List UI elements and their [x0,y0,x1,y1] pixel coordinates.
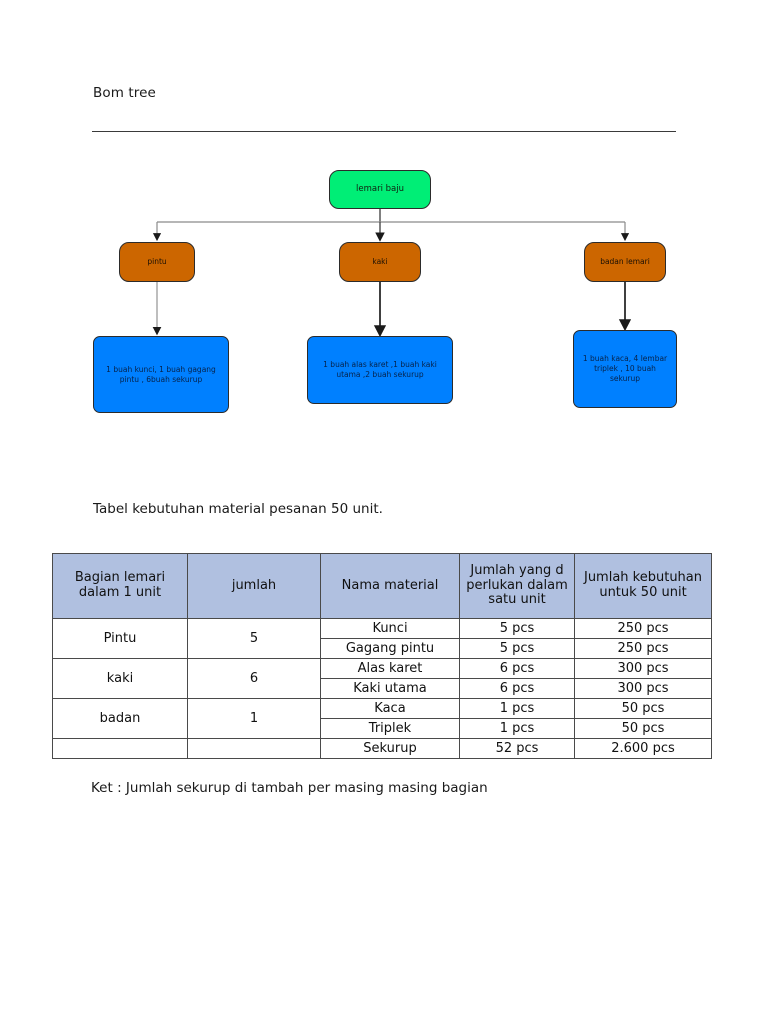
node-mid-pintu[interactable]: pintu [119,242,195,282]
node-mid-label-badan-lemari: badan lemari [600,257,650,267]
cell-bagian: badan [52,698,188,739]
cell-total-50: 250 pcs [574,618,712,639]
cell-jumlah: 1 [187,698,321,739]
cell-material: Kaca [320,698,460,719]
table-row: badan 1 Kaca 1 pcs 50 pcs [52,698,712,739]
cell-bagian: kaki [52,658,188,699]
table-header-row: Bagian lemari dalam 1 unit jumlah Nama m… [52,553,712,619]
cell-material: Kaki utama [320,678,460,699]
cell-material: Kunci [320,618,460,639]
node-leaf-badan-materials[interactable]: 1 buah kaca, 4 lembar triplek , 10 buah … [573,330,677,408]
title-divider [92,131,676,132]
node-mid-label-kaki: kaki [372,257,388,267]
node-leaf-label-kaki: 1 buah alas karet ,1 buah kaki utama ,2 … [323,360,437,379]
node-mid-label-pintu: pintu [147,257,167,267]
cell-per-unit: 5 pcs [459,638,575,659]
cell-total-50: 50 pcs [574,718,712,739]
node-leaf-label-badan: 1 buah kaca, 4 lembar triplek , 10 buah … [582,354,668,383]
header-jumlah-50-unit: Jumlah kebutuhan untuk 50 unit [574,553,712,619]
cell-bagian [52,738,188,759]
node-mid-badan-lemari[interactable]: badan lemari [584,242,666,282]
table-caption: Tabel kebutuhan material pesanan 50 unit… [93,501,383,517]
cell-per-unit: 6 pcs [459,678,575,699]
header-jumlah-per-unit: Jumlah yang d perlukan dalam satu unit [459,553,575,619]
cell-total-50: 2.600 pcs [574,738,712,759]
table-row: Triplek 1 pcs 50 pcs [53,718,712,739]
cell-per-unit: 1 pcs [459,718,575,739]
cell-jumlah: 6 [187,658,321,699]
node-root-lemari-baju[interactable]: lemari baju [329,170,431,209]
cell-total-50: 50 pcs [574,698,712,719]
page-title: Bom tree [93,85,156,101]
cell-material: Sekurup [320,738,460,759]
cell-bagian: Pintu [52,618,188,659]
table-row: Pintu 5 Kunci 5 pcs 250 pcs [52,618,712,659]
node-mid-kaki[interactable]: kaki [339,242,421,282]
cell-per-unit: 1 pcs [459,698,575,719]
bom-tree-diagram: lemari baju pintu kaki badan lemari 1 bu… [0,150,768,440]
cell-material: Triplek [320,718,460,739]
table-body: Pintu 5 Kunci 5 pcs 250 pcs Gagang pintu… [52,618,712,759]
material-table-container: Bagian lemari dalam 1 unit jumlah Nama m… [52,553,712,759]
cell-material: Gagang pintu [320,638,460,659]
header-bagian-lemari: Bagian lemari dalam 1 unit [52,553,188,619]
diagram-connectors [152,209,632,338]
cell-jumlah: 5 [187,618,321,659]
cell-total-50: 300 pcs [574,658,712,679]
table-header: Bagian lemari dalam 1 unit jumlah Nama m… [52,553,712,619]
node-root-label: lemari baju [356,183,404,194]
cell-material: Alas karet [320,658,460,679]
cell-per-unit: 52 pcs [459,738,575,759]
table-note: Ket : Jumlah sekurup di tambah per masin… [91,780,488,796]
cell-per-unit: 6 pcs [459,658,575,679]
cell-per-unit: 5 pcs [459,618,575,639]
node-leaf-pintu-materials[interactable]: 1 buah kunci, 1 buah gagang pintu , 6bua… [93,336,229,413]
cell-total-50: 250 pcs [574,638,712,659]
node-leaf-label-pintu: 1 buah kunci, 1 buah gagang pintu , 6bua… [106,364,216,384]
cell-total-50: 300 pcs [574,678,712,699]
header-jumlah: jumlah [187,553,321,619]
node-leaf-kaki-materials[interactable]: 1 buah alas karet ,1 buah kaki utama ,2 … [307,336,453,404]
cell-jumlah [187,738,321,759]
header-nama-material: Nama material [320,553,460,619]
table-row: kaki 6 Alas karet 6 pcs 300 pcs [52,658,712,699]
material-table: Bagian lemari dalam 1 unit jumlah Nama m… [52,553,712,759]
table-row: Sekurup 52 pcs 2.600 pcs [52,738,712,759]
